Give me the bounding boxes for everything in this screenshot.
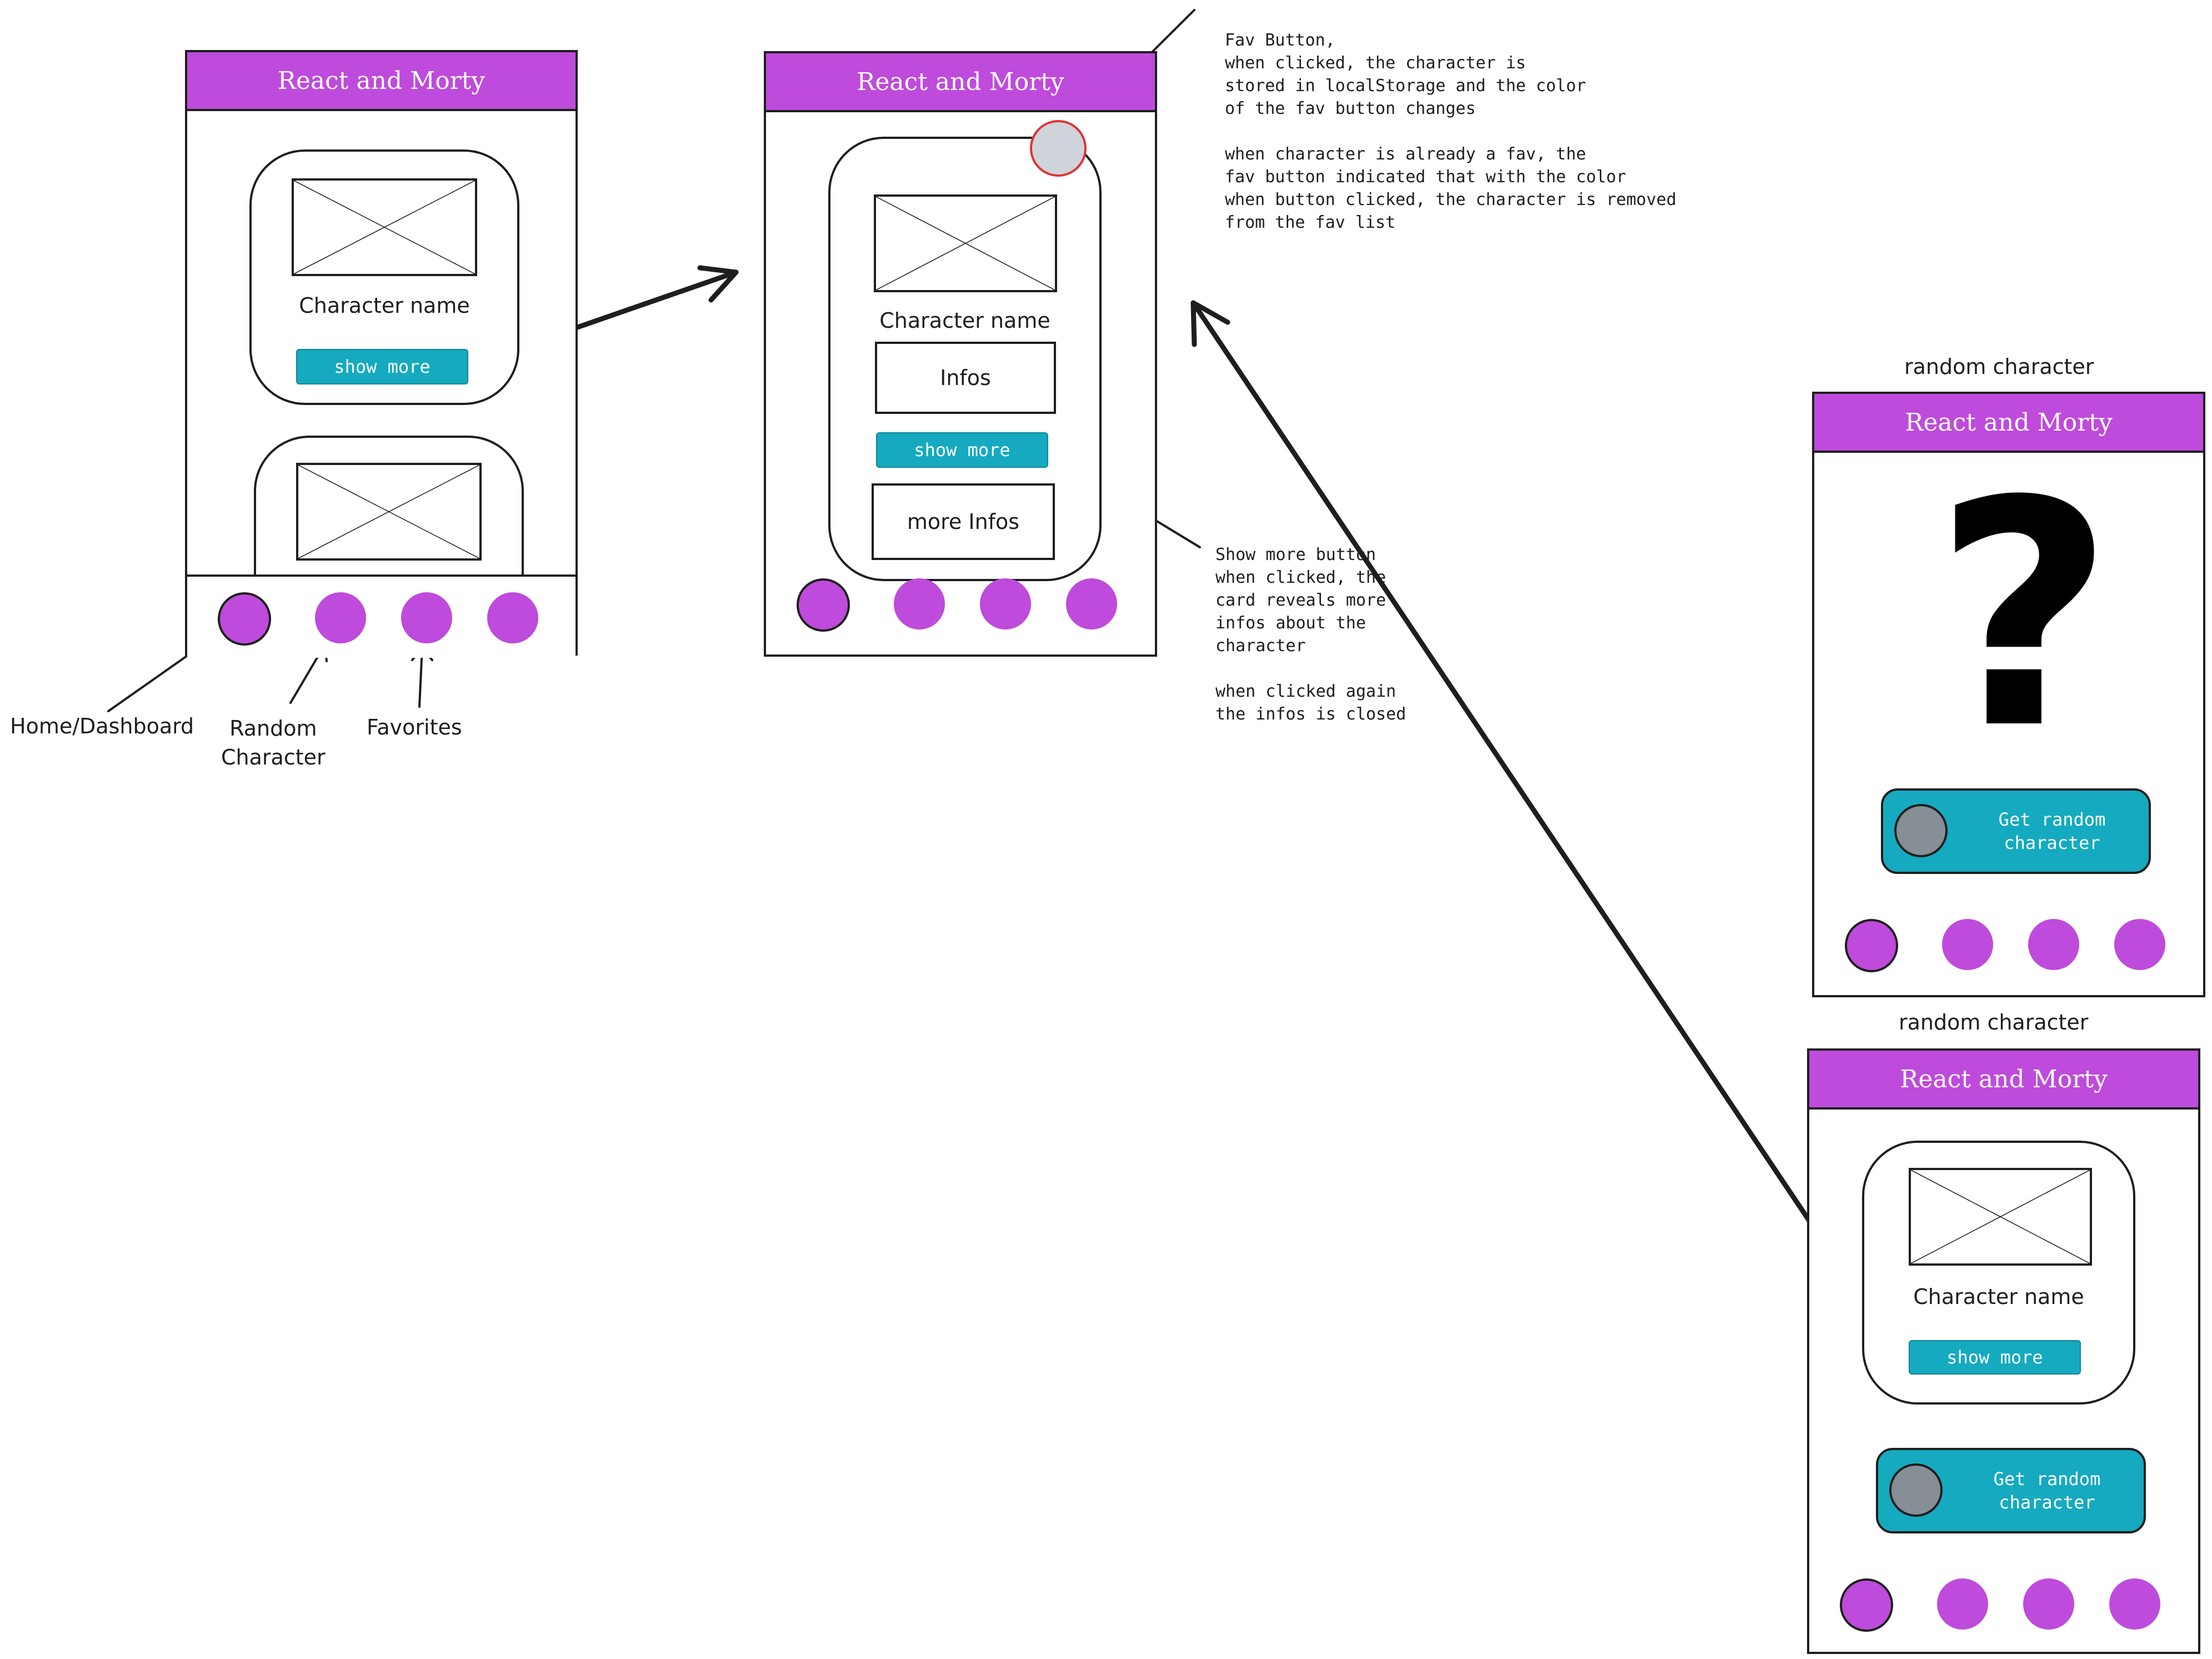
random-character-caption: random character <box>1904 354 2094 379</box>
app-title: React and Morty <box>857 67 1064 96</box>
random-result-screen: React and Morty Character name show more… <box>1807 1048 2200 1654</box>
image-placeholder-icon <box>292 178 477 276</box>
favorites-nav-button[interactable] <box>980 578 1031 629</box>
image-placeholder-icon <box>296 463 482 561</box>
dashboard-screen: React and Morty Character name show more <box>185 50 578 658</box>
app-title: React and Morty <box>1905 408 2113 437</box>
app-title: React and Morty <box>1900 1065 2108 1093</box>
character-card: Character name Infos show more more Info… <box>828 137 1102 581</box>
get-random-label: Get random character <box>1993 1468 2101 1513</box>
more-infos-box: more Infos <box>872 483 1055 560</box>
favorites-nav-button[interactable] <box>401 592 452 643</box>
show-more-button[interactable]: show more <box>876 432 1048 468</box>
character-name: Character name <box>1913 1285 2084 1309</box>
home-label: Home/Dashboard <box>10 714 194 738</box>
character-card: Character name show more <box>1862 1141 2135 1405</box>
character-card: Character name show more <box>249 149 519 405</box>
random-nav-button[interactable] <box>315 592 366 643</box>
home-nav-button[interactable] <box>1840 1578 1893 1632</box>
get-random-label: Get random character <box>1998 809 2106 853</box>
infos-box: Infos <box>875 342 1056 414</box>
arrow-random-to-detail <box>1190 300 1903 1358</box>
nav-button[interactable] <box>487 592 538 643</box>
favorites-nav-button[interactable] <box>2028 919 2079 970</box>
home-nav-button[interactable] <box>797 578 850 632</box>
bottom-nav <box>187 574 575 658</box>
show-more-button[interactable]: show more <box>1909 1340 2081 1375</box>
character-name: Character name <box>299 293 470 318</box>
show-more-button[interactable]: show more <box>296 349 468 384</box>
nav-button[interactable] <box>2114 919 2165 970</box>
random-empty-screen: React and Morty ? Get random character <box>1812 392 2205 997</box>
favorites-label: Favorites <box>367 715 462 739</box>
app-header: React and Morty <box>1814 394 2203 453</box>
show-more-annotation: Show more button when clicked, the card … <box>1215 545 1407 724</box>
question-mark-icon: ? <box>1934 435 2114 797</box>
home-nav-button[interactable] <box>218 592 271 646</box>
random-character-label: Random Character <box>221 716 326 769</box>
nav-button[interactable] <box>1066 578 1117 629</box>
app-header: React and Morty <box>187 52 575 111</box>
image-placeholder-icon <box>874 194 1057 292</box>
get-random-button[interactable]: Get random character <box>1876 1448 2146 1533</box>
random-nav-button[interactable] <box>1937 1578 1988 1630</box>
home-nav-button[interactable] <box>1845 919 1898 972</box>
random-nav-button[interactable] <box>1942 919 1993 970</box>
image-placeholder-icon <box>1909 1168 2092 1266</box>
toggle-knob-icon <box>1894 804 1948 857</box>
random-nav-button[interactable] <box>894 578 945 629</box>
favorites-nav-button[interactable] <box>2023 1578 2074 1630</box>
toggle-knob-icon <box>1889 1463 1943 1517</box>
nav-button[interactable] <box>2109 1578 2160 1630</box>
random-character-caption: random character <box>1899 1010 2089 1035</box>
character-name: Character name <box>879 308 1050 333</box>
fav-button-annotation: Fav Button, when clicked, the character … <box>1225 31 1676 232</box>
app-header: React and Morty <box>1809 1051 2198 1110</box>
get-random-button[interactable]: Get random character <box>1881 788 2151 874</box>
detail-screen: React and Morty Character name Infos sho… <box>764 51 1157 657</box>
fav-button[interactable] <box>1030 120 1087 177</box>
app-title: React and Morty <box>277 66 486 95</box>
app-header: React and Morty <box>766 53 1155 112</box>
